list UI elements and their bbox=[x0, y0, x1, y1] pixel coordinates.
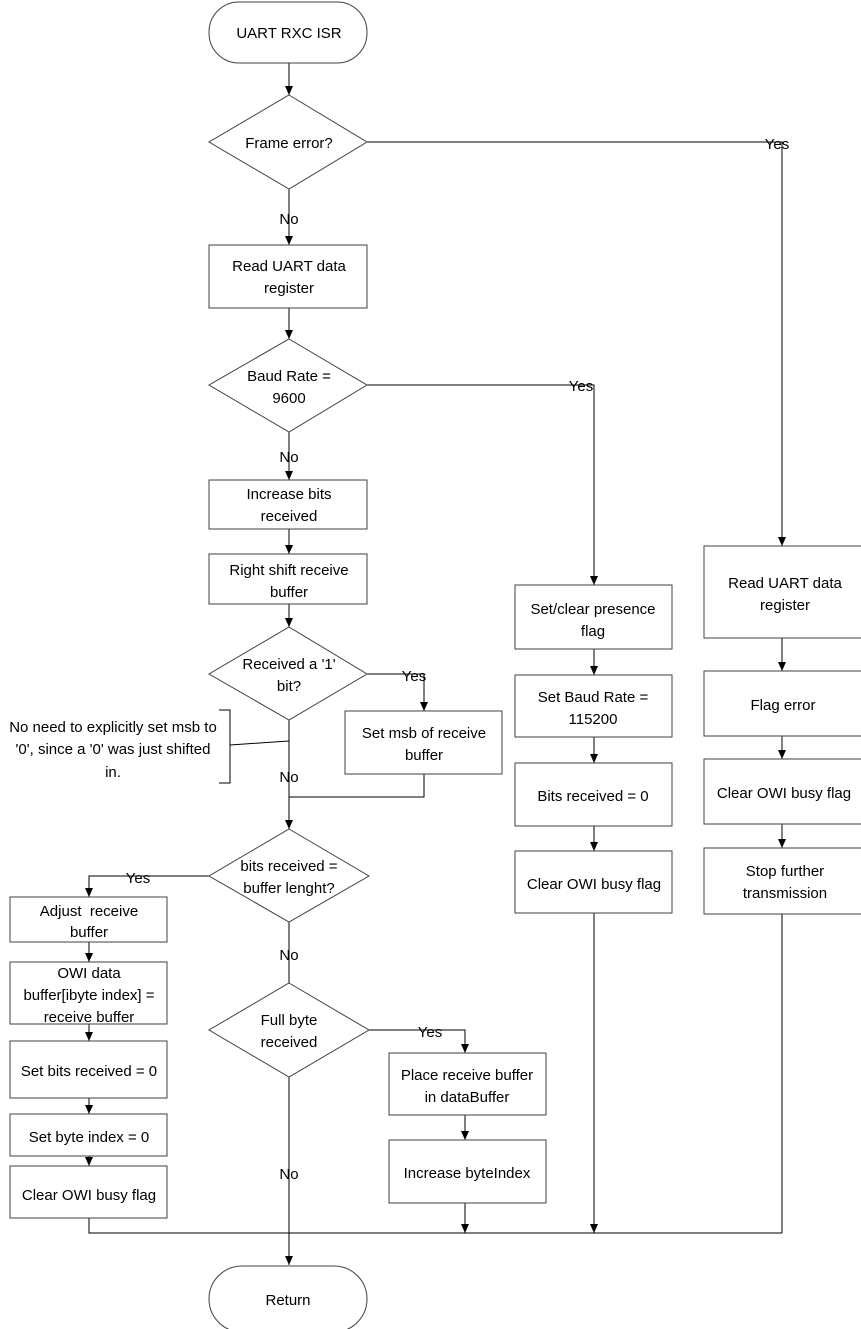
place-buffer-box bbox=[388, 1052, 547, 1116]
bits-len-label-1: bits received = bbox=[240, 858, 337, 875]
labels: UART RXC ISR Frame error? Read UART data… bbox=[9, 25, 851, 1309]
set-clear-presence-label-1: Set/clear presence bbox=[530, 601, 655, 618]
adjust-buffer-label-2: buffer bbox=[70, 924, 108, 941]
edge-setmsb-merge bbox=[289, 774, 425, 798]
shapes bbox=[9, 1, 861, 1329]
flag-error-box bbox=[703, 670, 861, 737]
received-1-label-1: Received a '1' bbox=[242, 656, 335, 673]
bits-len-decision bbox=[208, 828, 370, 923]
owi-data-label-1: OWI data bbox=[57, 965, 121, 982]
edge-baud-yes bbox=[367, 384, 598, 585]
place-buffer-label-1: Place receive buffer bbox=[401, 1067, 533, 1084]
edge-bitslen-yes bbox=[85, 875, 209, 897]
bits-received-0-box bbox=[514, 762, 673, 827]
clear-owi-mid-label: Clear OWI busy flag bbox=[527, 876, 661, 893]
increase-byte-index-label: Increase byteIndex bbox=[404, 1165, 531, 1182]
bits-len-no-label: No bbox=[279, 947, 298, 964]
read-uart-box-1 bbox=[208, 244, 368, 309]
return-terminal bbox=[208, 1265, 368, 1329]
increase-bits-box bbox=[208, 479, 368, 530]
received-1-yes-label: Yes bbox=[402, 668, 426, 685]
clear-owi-right-box bbox=[703, 758, 861, 825]
stop-transmission-box bbox=[703, 847, 861, 915]
start-label: UART RXC ISR bbox=[236, 25, 341, 42]
flag-error-label: Flag error bbox=[750, 697, 815, 714]
edge-fullbyte-yes bbox=[369, 1029, 469, 1053]
set-bits-0-label: Set bits received = 0 bbox=[21, 1063, 157, 1080]
full-byte-decision bbox=[208, 982, 370, 1078]
increase-bits-label-1: Increase bits bbox=[246, 486, 331, 503]
clear-owi-left-label: Clear OWI busy flag bbox=[22, 1187, 156, 1204]
clear-owi-right-label: Clear OWI busy flag bbox=[717, 785, 851, 802]
set-msb-label-2: buffer bbox=[405, 747, 443, 764]
frame-no-label: No bbox=[279, 211, 298, 228]
frame-yes-label: Yes bbox=[765, 136, 789, 153]
set-bits-0-box bbox=[9, 1040, 168, 1099]
set-clear-presence-box bbox=[514, 584, 673, 650]
increase-bits-label-2: received bbox=[261, 508, 318, 525]
baud-yes-label: Yes bbox=[569, 378, 593, 395]
place-buffer-label-2: in dataBuffer bbox=[425, 1089, 510, 1106]
full-byte-yes-label: Yes bbox=[418, 1024, 442, 1041]
set-byte-index-box bbox=[9, 1113, 168, 1157]
set-baud-115200-box bbox=[514, 674, 673, 738]
baud-decision bbox=[208, 338, 368, 433]
adjust-buffer-box bbox=[9, 896, 168, 943]
edge-frame-yes bbox=[367, 141, 786, 546]
start-terminal bbox=[208, 1, 368, 64]
stop-transmission-label-1: Stop further bbox=[746, 863, 824, 880]
increase-byte-index-box bbox=[388, 1139, 547, 1204]
set-baud-115200-label-2: 115200 bbox=[569, 711, 618, 728]
bits-received-0-label: Bits received = 0 bbox=[537, 788, 648, 805]
read-uart-2-label-1: Read UART data bbox=[728, 575, 842, 592]
stop-transmission-label-2: transmission bbox=[743, 885, 827, 902]
bits-len-yes-label: Yes bbox=[126, 870, 150, 887]
adjust-buffer-label-1: Adjust receive bbox=[40, 903, 138, 920]
full-byte-no-label: No bbox=[279, 1166, 298, 1183]
edges bbox=[85, 63, 786, 1265]
edge-left-merge bbox=[88, 1218, 782, 1234]
baud-label-1: Baud Rate = bbox=[247, 368, 331, 385]
received-1-no-label: No bbox=[279, 769, 298, 786]
annotation-line-3: in. bbox=[105, 764, 121, 781]
right-shift-label-1: Right shift receive bbox=[229, 562, 348, 579]
annotation-bracket bbox=[219, 709, 290, 784]
frame-error-decision bbox=[208, 94, 368, 190]
baud-no-label: No bbox=[279, 449, 298, 466]
read-uart-box-2 bbox=[703, 545, 861, 639]
received-1-label-2: bit? bbox=[277, 678, 301, 695]
annotation-line-2: '0', since a '0' was just shifted bbox=[16, 741, 211, 758]
return-label: Return bbox=[265, 1292, 310, 1309]
read-uart-1-label-2: register bbox=[264, 280, 314, 297]
read-uart-1-label-1: Read UART data bbox=[232, 258, 346, 275]
set-byte-index-label: Set byte index = 0 bbox=[29, 1129, 150, 1146]
right-shift-box bbox=[208, 553, 368, 605]
set-baud-115200-label-1: Set Baud Rate = bbox=[538, 689, 649, 706]
owi-data-label-3: receive buffer bbox=[44, 1009, 135, 1026]
annotation-line-1: No need to explicitly set msb to bbox=[9, 719, 217, 736]
set-clear-presence-label-2: flag bbox=[581, 623, 605, 640]
bits-len-label-2: buffer lenght? bbox=[243, 880, 334, 897]
set-msb-box bbox=[344, 710, 503, 775]
received-1-decision bbox=[208, 626, 368, 721]
right-shift-label-2: buffer bbox=[270, 584, 308, 601]
clear-owi-left-box bbox=[9, 1165, 168, 1219]
set-msb-label-1: Set msb of receive bbox=[362, 725, 486, 742]
full-byte-label-2: received bbox=[261, 1034, 318, 1051]
full-byte-label-1: Full byte bbox=[261, 1012, 318, 1029]
frame-error-label: Frame error? bbox=[245, 135, 333, 152]
baud-label-2: 9600 bbox=[272, 390, 305, 407]
clear-owi-mid-box bbox=[514, 850, 673, 914]
owi-data-box bbox=[9, 961, 168, 1025]
read-uart-2-label-2: register bbox=[760, 597, 810, 614]
edge-received1-yes bbox=[367, 673, 428, 711]
owi-data-label-2: buffer[ibyte index] = bbox=[23, 987, 154, 1004]
